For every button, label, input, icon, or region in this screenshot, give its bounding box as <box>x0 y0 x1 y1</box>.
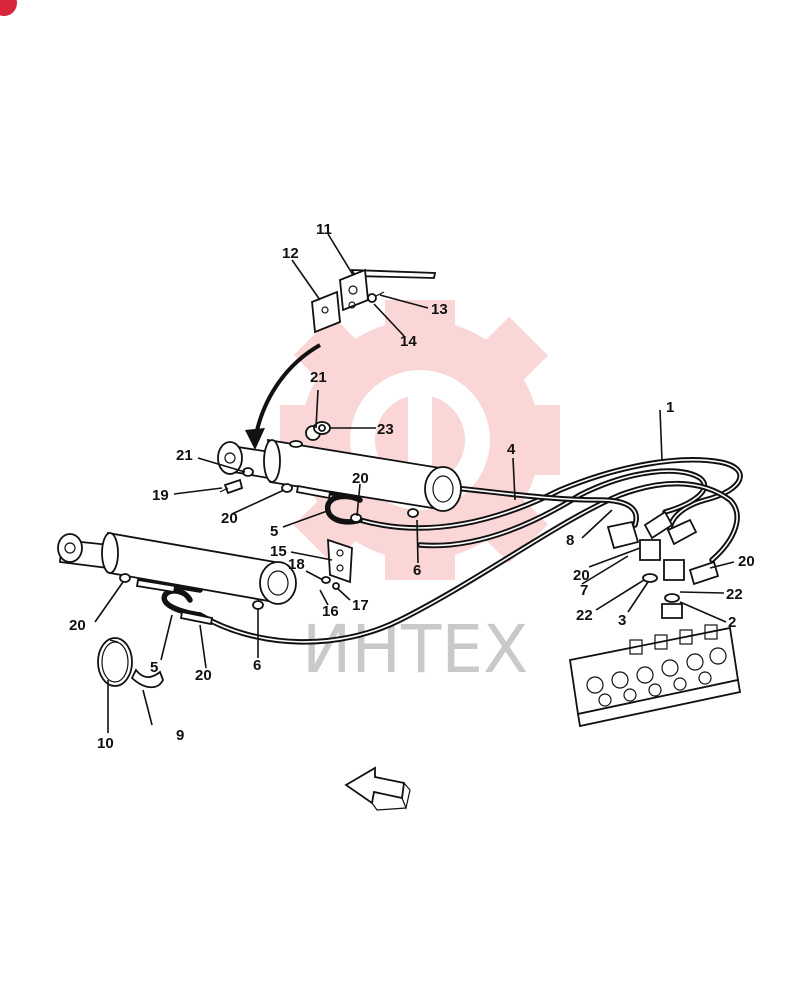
callout-6-lower: 6 <box>253 657 261 674</box>
assembly-arrow <box>245 343 321 450</box>
callout-4: 4 <box>507 441 516 458</box>
snap-ring <box>97 637 133 687</box>
valve-fittings <box>606 510 720 619</box>
callout-5-lower: 5 <box>150 659 158 676</box>
callout-17: 17 <box>352 597 369 614</box>
callout-12: 12 <box>282 245 299 262</box>
lower-cylinder <box>57 531 297 626</box>
callout-6-upper: 6 <box>413 562 421 579</box>
callout-19: 19 <box>152 487 169 504</box>
callout-20-valve-right: 20 <box>738 553 755 570</box>
mounting-bracket <box>311 268 437 334</box>
callout-22-left: 22 <box>576 607 593 624</box>
callout-1: 1 <box>666 399 674 416</box>
half-spacer <box>130 668 164 689</box>
callout-23: 23 <box>377 421 394 438</box>
callout-7: 7 <box>580 582 588 599</box>
callout-3: 3 <box>618 612 626 629</box>
callout-20-lower-mid: 20 <box>195 667 212 684</box>
leader-lines <box>94 233 735 733</box>
corner-badge <box>0 0 17 16</box>
callout-labels: 1 2 3 4 5 5 6 6 7 8 9 10 11 12 13 14 15 … <box>69 221 755 752</box>
callout-18: 18 <box>288 556 305 573</box>
callout-16: 16 <box>322 603 339 620</box>
callout-11: 11 <box>316 221 332 238</box>
callout-20-upper-left: 20 <box>221 510 238 527</box>
watermark-gear-logo <box>280 300 560 580</box>
control-valve <box>568 624 742 728</box>
callout-2: 2 <box>728 614 736 631</box>
front-direction-arrow <box>344 766 411 811</box>
watermark-text: ИНТЕХ <box>302 611 528 688</box>
callout-14: 14 <box>400 333 417 350</box>
callout-15: 15 <box>270 543 287 560</box>
callout-20-valve-left: 20 <box>573 567 590 584</box>
callout-21-left: 21 <box>176 447 193 464</box>
callout-8: 8 <box>566 532 574 549</box>
callout-22-right: 22 <box>726 586 743 603</box>
upper-cylinder <box>217 421 462 523</box>
callout-20-lower-left: 20 <box>69 617 86 634</box>
callout-5-upper: 5 <box>270 523 278 540</box>
callout-20-upper-mid: 20 <box>352 470 369 487</box>
callout-9: 9 <box>176 727 184 744</box>
callout-13: 13 <box>431 301 448 318</box>
callout-10: 10 <box>97 735 114 752</box>
callout-21-top: 21 <box>310 369 327 386</box>
